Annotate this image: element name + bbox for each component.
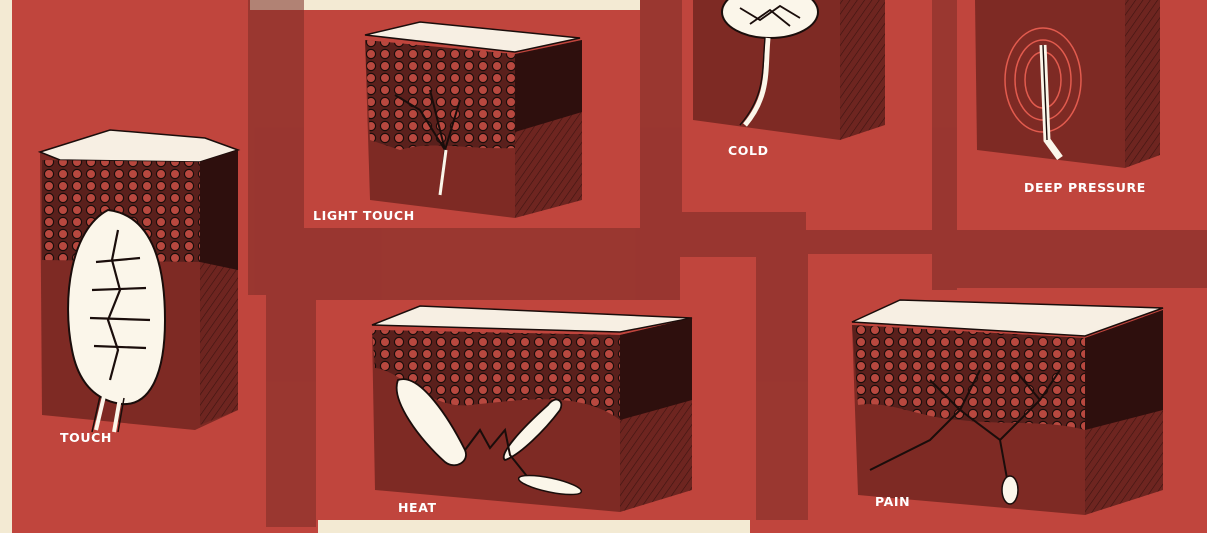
label-cold: COLD: [728, 143, 769, 158]
deep-pressure-skin-block: [975, 0, 1160, 168]
cold-skin-block: [693, 0, 885, 140]
paper-strip-left: [0, 0, 12, 533]
heat-skin-block: [372, 306, 692, 512]
touch-skin-block: [40, 130, 238, 432]
light-touch-skin-block: [365, 22, 582, 218]
label-touch: TOUCH: [60, 430, 112, 445]
label-deep-pressure: DEEP PRESSURE: [1024, 180, 1146, 195]
label-pain: PAIN: [875, 494, 910, 509]
label-heat: HEAT: [398, 500, 437, 515]
label-light-touch: LIGHT TOUCH: [313, 208, 415, 223]
